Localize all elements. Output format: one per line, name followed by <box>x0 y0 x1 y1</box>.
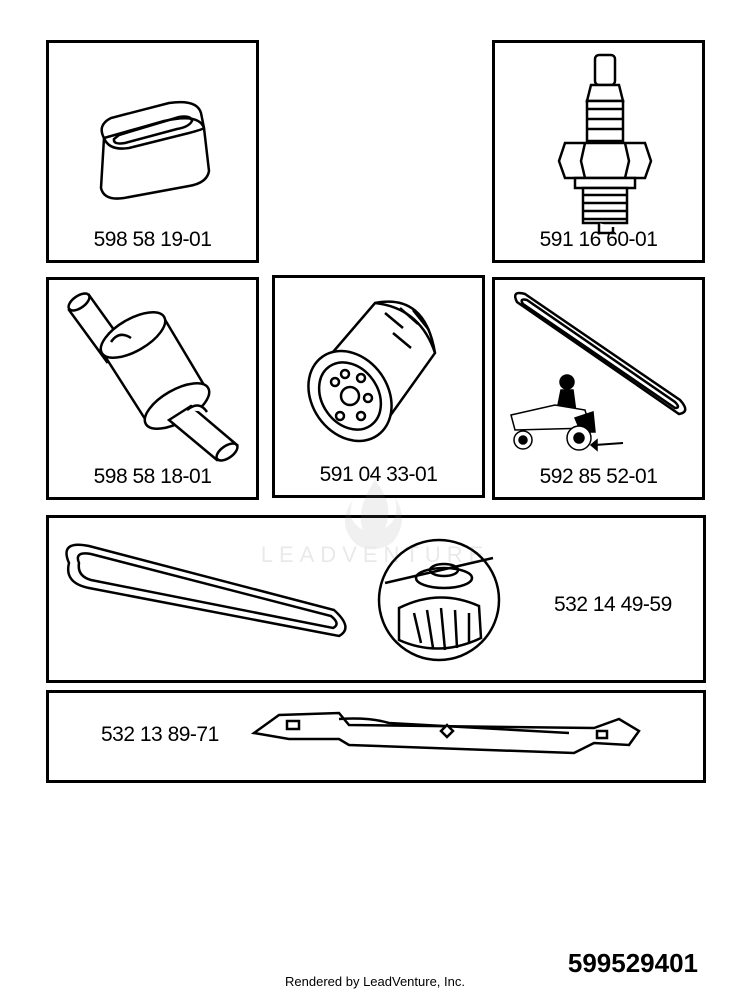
part-box-drive-belt[interactable]: 592 85 52-01 <box>492 277 705 500</box>
part-box-fuel-filter[interactable]: 598 58 18-01 <box>46 277 259 500</box>
deck-belt-and-spindle-icon <box>65 538 501 662</box>
part-number-label: 532 14 49-59 <box>554 593 672 616</box>
part-number-label: 591 04 33-01 <box>319 463 438 486</box>
rendered-by-footer: Rendered by LeadVenture, Inc. <box>285 974 465 989</box>
part-number-label: 598 58 19-01 <box>93 228 212 251</box>
part-box-spark-plug[interactable]: 591 16 60-01 <box>492 40 705 263</box>
part-box-deck-belt-and-spindle[interactable]: 532 14 49-59 <box>46 515 706 683</box>
air-filter-icon <box>99 100 211 200</box>
part-number-label: 592 85 52-01 <box>539 465 658 488</box>
spark-plug-icon <box>557 53 653 235</box>
part-box-air-filter[interactable]: 598 58 19-01 <box>46 40 259 263</box>
fuel-filter-icon <box>67 292 240 462</box>
diagram-number: 599529401 <box>567 948 698 978</box>
oil-filter-icon <box>307 300 437 443</box>
part-number-label: 591 16 60-01 <box>539 228 658 251</box>
part-box-mower-blade[interactable]: 532 13 89-71 <box>46 690 706 783</box>
part-number-label: 532 13 89-71 <box>101 723 219 746</box>
part-number-label: 598 58 18-01 <box>93 465 212 488</box>
mower-blade-icon <box>250 711 641 755</box>
drive-belt-icon <box>510 291 687 452</box>
part-box-oil-filter[interactable]: 591 04 33-01 <box>272 275 485 498</box>
